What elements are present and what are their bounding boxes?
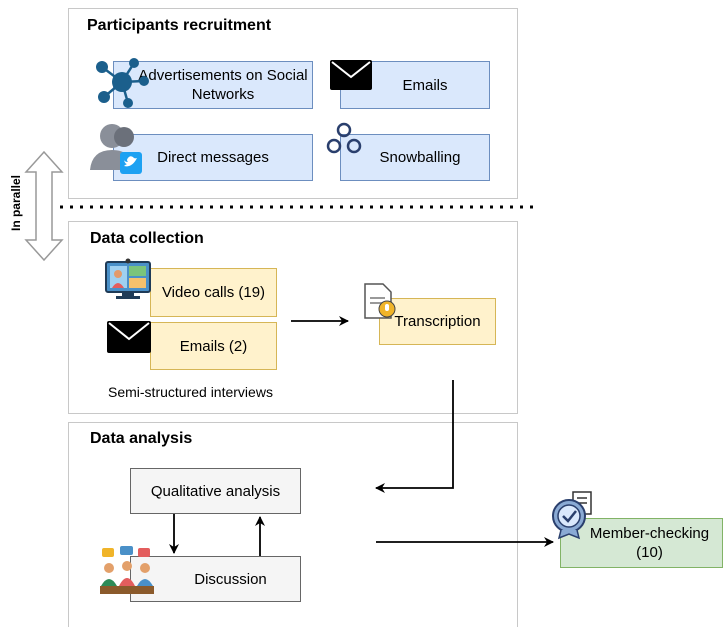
network-icon [96, 58, 149, 108]
bidirectional-arrow [24, 150, 64, 262]
recruitment-title: Participants recruitment [87, 17, 272, 34]
transcription-box: Transcription [379, 298, 496, 345]
qualitative-analysis-box: Qualitative analysis [130, 468, 301, 514]
collection-title: Data collection [90, 230, 204, 247]
user-twitter-icon [90, 124, 142, 174]
document-icon [364, 283, 396, 319]
interviews-label: Semi-structured interviews [108, 384, 273, 400]
team-discussion-icon [100, 546, 154, 594]
envelope-icon [330, 60, 372, 90]
video-call-icon [105, 258, 151, 299]
video-calls-box: Video calls (19) [150, 268, 277, 317]
snowball-icon [326, 122, 362, 154]
direct-messages-box: Direct messages [113, 134, 313, 181]
in-parallel-label: In parallel [9, 174, 23, 232]
envelope-interview-icon [107, 321, 151, 353]
discussion-box: Discussion [130, 556, 301, 602]
member-checking-box: Member-checking (10) [560, 518, 723, 568]
badge-check-icon [552, 491, 592, 540]
emails-interview-box: Emails (2) [150, 322, 277, 370]
snowballing-box: Snowballing [340, 134, 490, 181]
analysis-title: Data analysis [90, 430, 193, 447]
